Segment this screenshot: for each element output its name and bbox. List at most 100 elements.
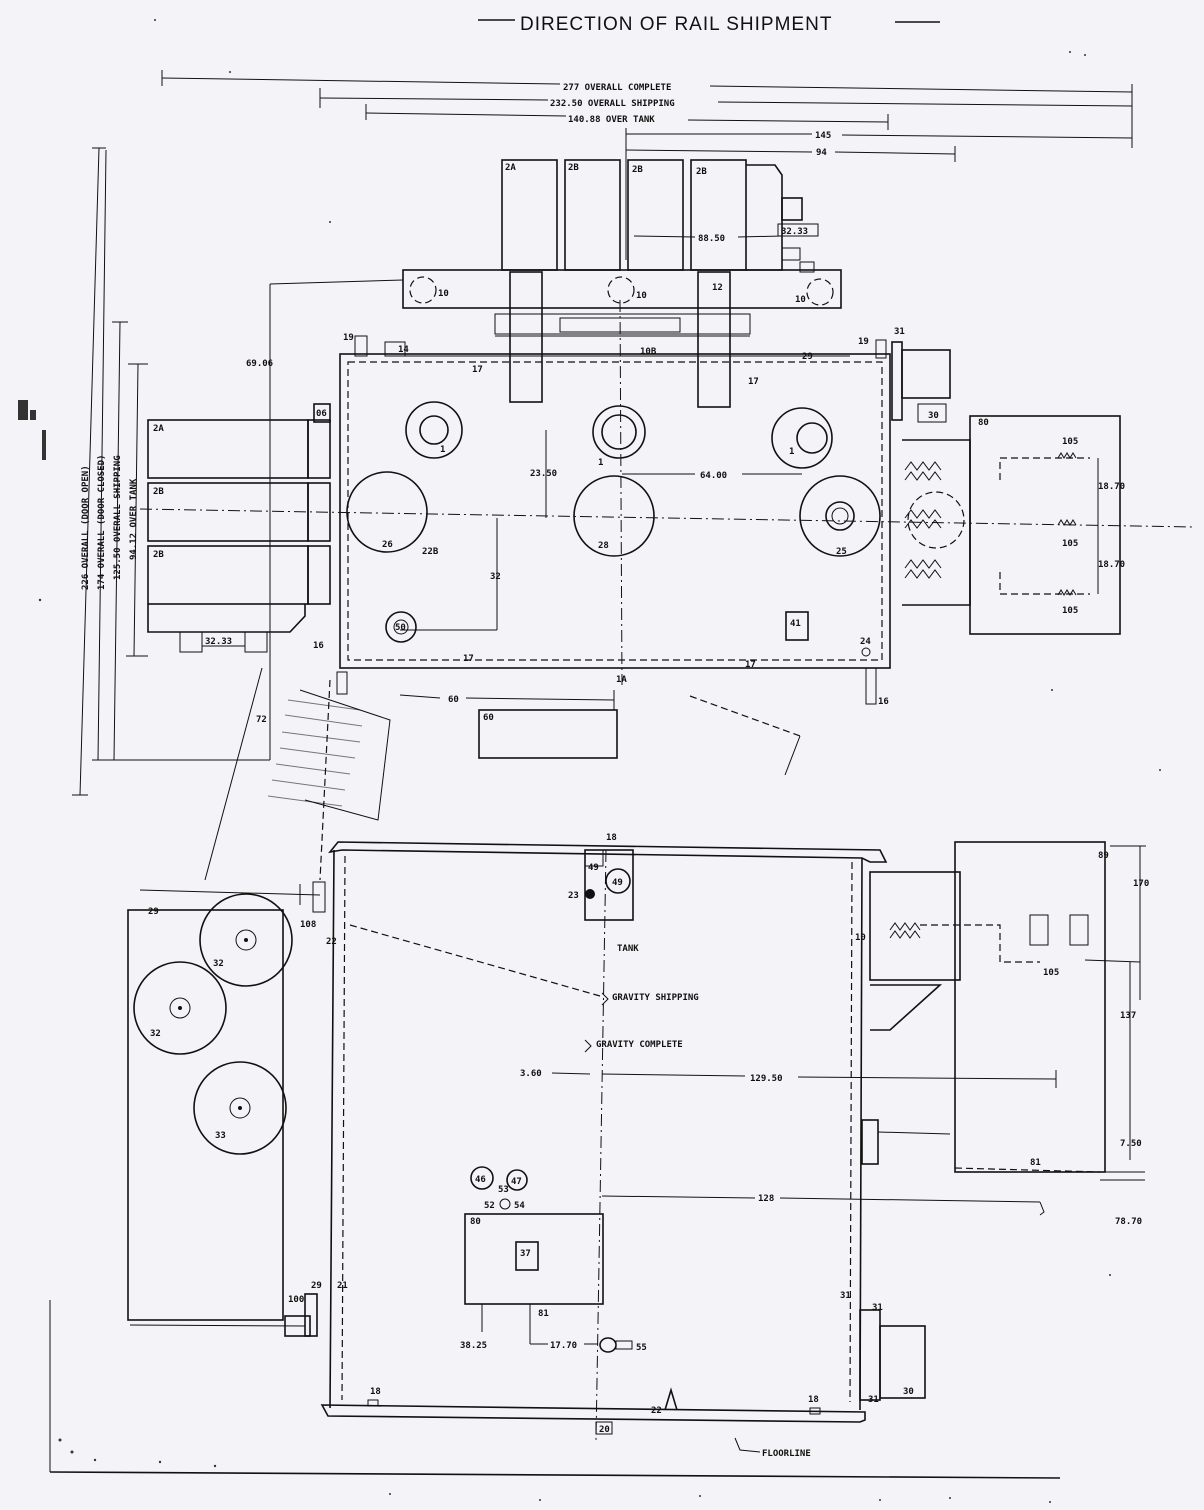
callout-29: 29 xyxy=(802,352,813,362)
callout-06: 06 xyxy=(316,409,327,419)
callout-2b-2: 2B xyxy=(632,165,643,175)
callout-16: 16 xyxy=(313,641,324,651)
callout-21: 21 xyxy=(337,1281,348,1291)
dim-72: 72 xyxy=(256,715,267,725)
callout-14: 14 xyxy=(398,345,409,355)
callout-37: 37 xyxy=(520,1249,531,1259)
callout-1-c: 1 xyxy=(789,447,794,457)
dim-94-over-tank: 94.12 OVER TANK xyxy=(129,478,139,560)
dim-78-70: 78.70 xyxy=(1115,1217,1142,1227)
callout-53: 53 xyxy=(498,1185,509,1195)
note-gravity-shipping: GRAVITY SHIPPING xyxy=(612,993,699,1003)
callout-19-a: 19 xyxy=(343,333,354,343)
dim-226-overall: 226 OVERALL (DOOR OPEN) xyxy=(81,465,91,590)
callout-22b: 22B xyxy=(422,547,439,557)
dim-88-50: 88.50 xyxy=(698,234,725,244)
dim-18-70-a: 18.70 xyxy=(1098,482,1125,492)
callout-24: 24 xyxy=(860,637,871,647)
callout-41: 41 xyxy=(790,619,801,629)
callout-52: 52 xyxy=(484,1201,495,1211)
dim-129-50: 129.50 xyxy=(750,1074,783,1084)
note-tank: TANK xyxy=(617,944,639,954)
note-gravity-complete: GRAVITY COMPLETE xyxy=(596,1040,683,1050)
callout-30-b: 30 xyxy=(903,1387,914,1397)
dim-94: 94 xyxy=(816,148,827,158)
callout-31-d: 31 xyxy=(868,1395,879,1405)
callout-10-c: 10 xyxy=(795,295,806,305)
side-view: 18 49 49 23 TANK GRAVITY SHIPPING GRAVIT… xyxy=(49,833,1149,1479)
dim-32-33-left: 32.33 xyxy=(205,637,232,647)
dim-69-06: 69.06 xyxy=(246,359,273,369)
callout-10b-top: 10B xyxy=(640,347,657,357)
drawing-title: DIRECTION OF RAIL SHIPMENT xyxy=(520,14,832,35)
callout-31-c: 31 xyxy=(872,1303,883,1313)
callout-105-b: 105 xyxy=(1062,539,1078,549)
callout-1a: 1A xyxy=(616,675,627,685)
callout-17-a: 17 xyxy=(472,365,483,375)
dim-38-25: 38.25 xyxy=(460,1341,487,1351)
dim-32-33-top: 32.33 xyxy=(781,227,808,237)
top-view: 2A 2B 2B 2B 88.50 32.33 10 10 10 12 10B … xyxy=(139,159,1196,760)
callout-31-a: 31 xyxy=(894,327,905,337)
callout-22-side: 22 xyxy=(326,937,337,947)
callout-105-side: 105 xyxy=(1043,968,1059,978)
callout-1-b: 1 xyxy=(598,458,603,468)
callout-32-b: 32 xyxy=(150,1029,161,1039)
callout-81-side: 81 xyxy=(538,1309,549,1319)
door-swing xyxy=(204,667,801,881)
dim-over-tank: 140.88 OVER TANK xyxy=(568,115,655,125)
callout-16-b: 16 xyxy=(878,697,889,707)
dim-3-60: 3.60 xyxy=(520,1069,542,1079)
callout-47: 47 xyxy=(511,1177,522,1187)
dim-125-shipping: 125.50 OVERALL SHIPPING xyxy=(113,455,123,580)
callout-30-a: 30 xyxy=(928,411,939,421)
callout-25: 25 xyxy=(836,547,847,557)
callout-left-2b-1: 2B xyxy=(153,487,164,497)
top-dimensions: 277 OVERALL COMPLETE 232.50 OVERALL SHIP… xyxy=(161,70,1133,260)
callout-28: 28 xyxy=(598,541,609,551)
callout-18: 18 xyxy=(606,833,617,843)
callout-31-b: 31 xyxy=(840,1291,851,1301)
dim-174-overall: 174 OVERALL (DOOR CLOSED) xyxy=(97,455,107,590)
callout-108: 108 xyxy=(300,920,316,930)
callout-80-side: 80 xyxy=(470,1217,481,1227)
left-dimensions: 226 OVERALL (DOOR OPEN) 174 OVERALL (DOO… xyxy=(72,147,270,796)
dim-17-70: 17.70 xyxy=(550,1341,577,1351)
dim-128: 128 xyxy=(758,1194,774,1204)
callout-2b-3: 2B xyxy=(696,167,707,177)
callout-105-a: 105 xyxy=(1062,437,1078,447)
dim-145: 145 xyxy=(815,131,831,141)
callout-50: 50 xyxy=(395,623,406,633)
callout-18-b: 18 xyxy=(370,1387,381,1397)
note-floorline: FLOORLINE xyxy=(762,1449,811,1459)
callout-22-bottom: 22 xyxy=(651,1406,662,1416)
scan-noise xyxy=(18,19,1161,1503)
callout-55: 55 xyxy=(636,1343,647,1353)
callout-10-side: 10 xyxy=(855,933,866,943)
callout-105-c: 105 xyxy=(1062,606,1078,616)
dim-170: 170 xyxy=(1133,879,1149,889)
callout-17-b: 17 xyxy=(748,377,759,387)
callout-23: 23 xyxy=(568,891,579,901)
callout-32-a: 32 xyxy=(213,959,224,969)
dim-18-70-b: 18.70 xyxy=(1098,560,1125,570)
callout-100: 100 xyxy=(288,1295,304,1305)
dim-7-50: 7.50 xyxy=(1120,1139,1142,1149)
callout-2a: 2A xyxy=(505,163,516,173)
callout-2b-1: 2B xyxy=(568,163,579,173)
callout-12: 12 xyxy=(712,283,723,293)
callout-17-d: 17 xyxy=(745,660,756,670)
callout-26: 26 xyxy=(382,540,393,550)
dim-60: 60 xyxy=(448,695,459,705)
callout-20: 20 xyxy=(599,1425,610,1435)
callout-46: 46 xyxy=(475,1175,486,1185)
callout-left-2b-2: 2B xyxy=(153,550,164,560)
callout-10-b: 10 xyxy=(636,291,647,301)
callout-18-c: 18 xyxy=(808,1395,819,1405)
bellows-group xyxy=(904,461,942,579)
callout-49-b: 49 xyxy=(612,878,623,888)
callout-89: 89 xyxy=(1098,851,1109,861)
title-block: DIRECTION OF RAIL SHIPMENT xyxy=(478,14,940,35)
dim-23-50: 23.50 xyxy=(530,469,557,479)
